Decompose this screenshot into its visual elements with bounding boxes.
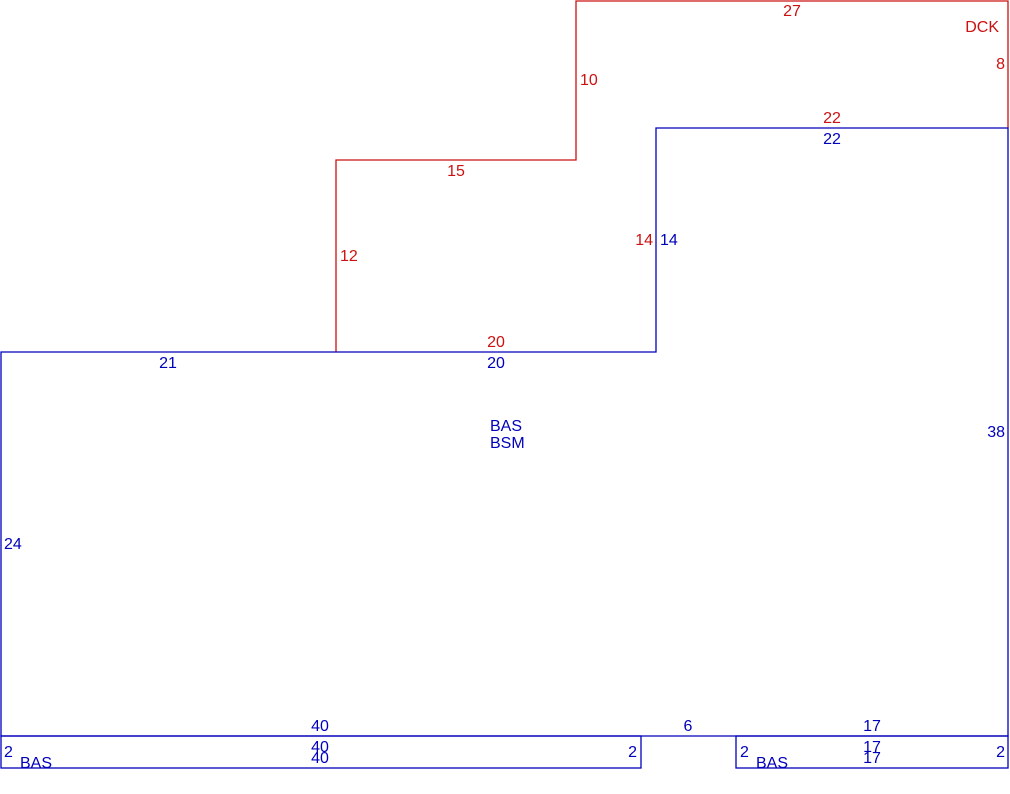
main-dim-bottom-left: 40 [311,718,329,735]
right-strip-dim-left: 2 [740,744,749,761]
left-strip-outline [0,735,642,769]
deck-dim-step-top: 15 [447,163,465,180]
main-area-label-line2: BSM [490,435,525,452]
deck-area-label: DCK [965,19,999,36]
main-dim-right: 38 [987,424,1005,441]
deck-area [335,0,1009,352]
right-strip-area-label: BAS [756,755,788,772]
right-strip-outline [735,735,1009,769]
main-dim-left: 24 [4,536,22,553]
right-strip-dim-right: 2 [996,744,1005,761]
right-strip-dim-bottom: 17 [863,750,881,767]
main-dim-step-left: 14 [660,232,678,249]
deck-dim-step-right: 10 [580,72,598,89]
deck-dim-inner-bottom: 22 [823,110,841,127]
deck-outline [335,0,1009,352]
right-strip-area [735,735,1009,769]
left-strip-dim-left: 2 [4,744,13,761]
deck-dim-bottom: 20 [487,334,505,351]
main-dim-bottom-right: 17 [863,718,881,735]
left-strip-dim-top: 40 [311,739,329,756]
deck-dim-left: 12 [340,248,358,265]
left-strip-area [0,735,642,769]
main-dim-step-top: 20 [487,355,505,372]
main-dim-gap: 6 [684,718,693,735]
deck-dim-right: 8 [996,56,1005,73]
left-strip-area-label: BAS [20,755,52,772]
deck-dim-top: 27 [783,3,801,20]
left-strip-dim-bottom: 40 [311,750,329,767]
main-dim-top-left: 21 [159,355,177,372]
main-dim-top-right: 22 [823,131,841,148]
right-strip-dim-top: 17 [863,739,881,756]
main-area-label-line1: BAS [490,418,522,435]
left-strip-dim-right: 2 [628,744,637,761]
deck-dim-inner-left: 14 [635,232,653,249]
